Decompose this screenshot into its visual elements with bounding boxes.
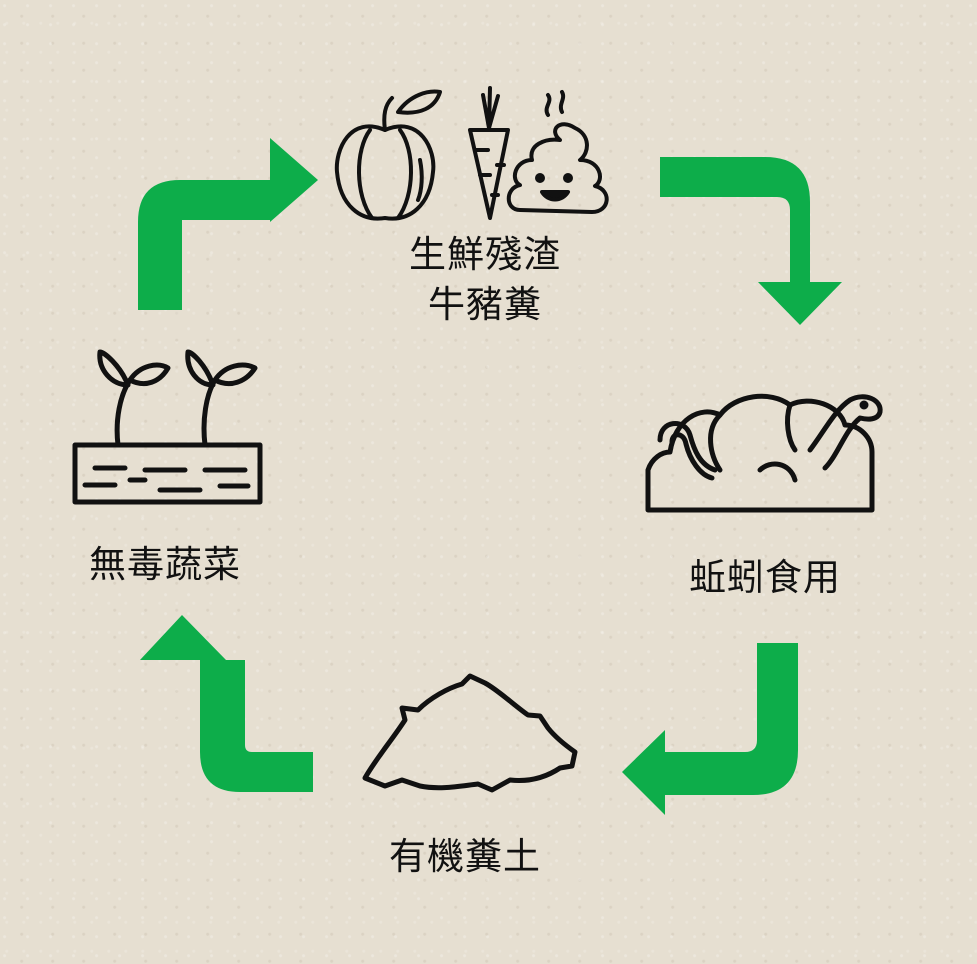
arrow-vegetables-to-waste xyxy=(138,138,318,310)
arrow-worms-to-soil xyxy=(622,643,798,815)
soil-label: 有機糞土 xyxy=(389,835,541,878)
waste-label: 生鮮殘渣 牛豬糞 xyxy=(360,230,610,330)
arrow-soil-to-vegetables xyxy=(140,615,313,792)
worms-label: 蚯蚓食用 xyxy=(689,556,841,599)
vegetables-label: 無毒蔬菜 xyxy=(89,543,241,586)
worms-icon xyxy=(645,393,883,513)
poop-icon xyxy=(506,90,609,214)
sprouts-icon xyxy=(72,349,263,505)
carrot-icon xyxy=(468,86,510,220)
arrow-waste-to-worms xyxy=(660,157,842,325)
apple-icon xyxy=(334,89,442,221)
waste-label-line1: 生鮮殘渣 xyxy=(409,233,561,276)
soil-pile-icon xyxy=(362,673,578,793)
waste-label-line2: 牛豬糞 xyxy=(428,283,542,326)
